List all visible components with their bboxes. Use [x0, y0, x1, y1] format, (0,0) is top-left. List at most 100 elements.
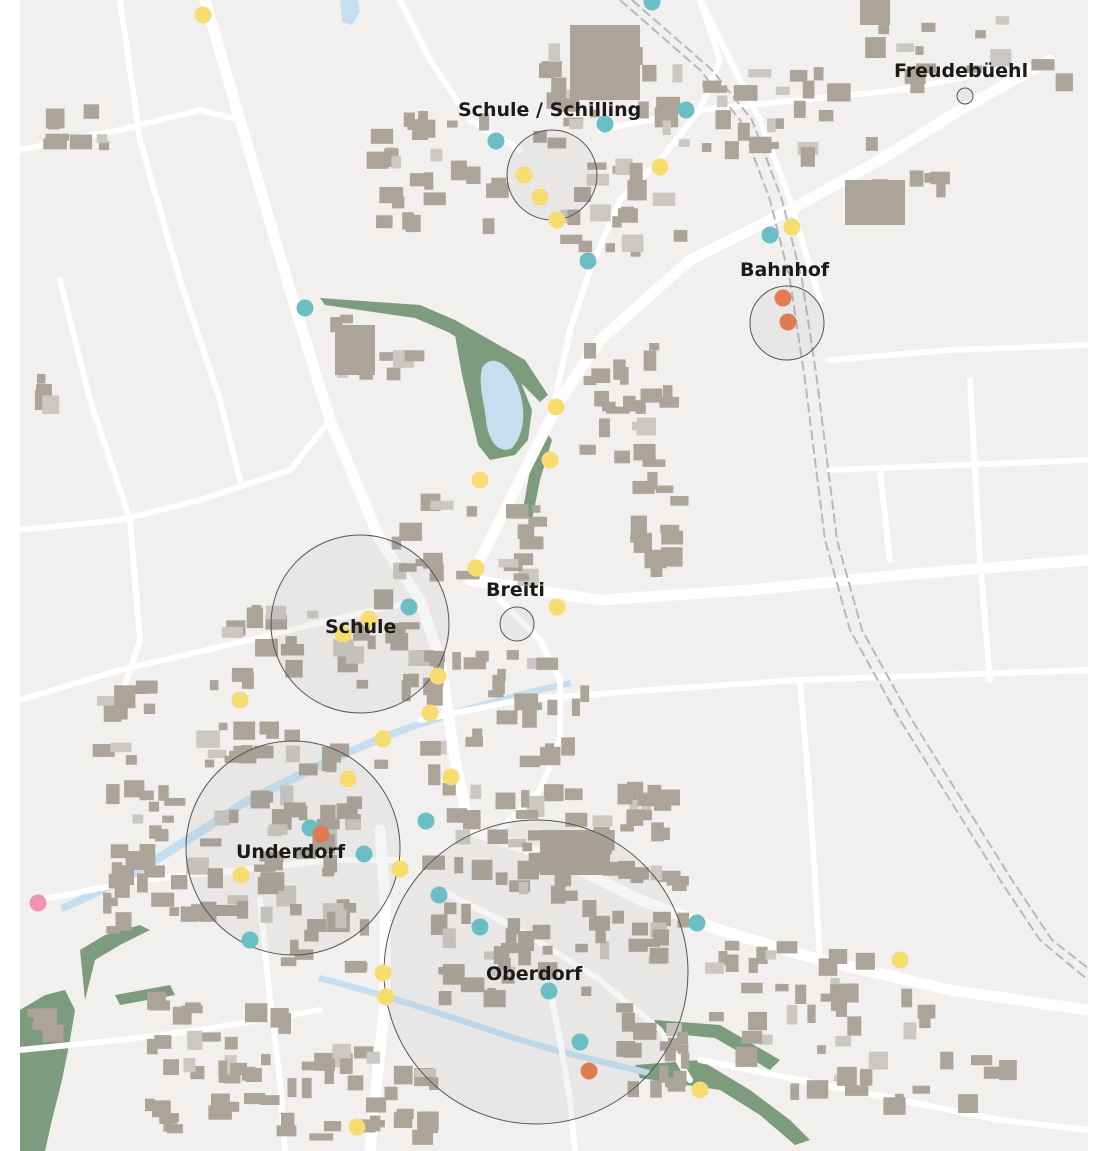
- marker-yellow[interactable]: [421, 704, 439, 722]
- marker-orange[interactable]: [779, 313, 797, 331]
- marker-yellow[interactable]: [348, 1118, 366, 1136]
- road-oberdorf-2: [547, 987, 578, 1151]
- marker-teal[interactable]: [579, 252, 597, 270]
- marker-orange[interactable]: [580, 1062, 598, 1080]
- building: [373, 589, 394, 610]
- marker-orange[interactable]: [312, 825, 330, 843]
- marker-yellow[interactable]: [360, 610, 378, 628]
- marker-yellow[interactable]: [339, 770, 357, 788]
- marker-teal[interactable]: [643, 0, 661, 11]
- marker-teal[interactable]: [400, 598, 418, 616]
- road-west-4: [57, 277, 143, 703]
- building: [680, 1052, 690, 1069]
- marker-yellow[interactable]: [374, 730, 392, 748]
- building: [390, 633, 409, 651]
- building: [230, 1062, 247, 1076]
- marker-yellow[interactable]: [651, 158, 669, 176]
- building: [163, 1059, 179, 1075]
- building: [283, 802, 306, 818]
- marker-yellow[interactable]: [691, 1081, 709, 1099]
- marker-yellow[interactable]: [391, 860, 409, 878]
- marker-teal[interactable]: [417, 812, 435, 830]
- marker-yellow[interactable]: [471, 471, 489, 489]
- building: [517, 860, 539, 880]
- marker-yellow[interactable]: [515, 166, 533, 184]
- marker-yellow[interactable]: [442, 768, 460, 786]
- marker-yellow[interactable]: [231, 691, 249, 709]
- building: [148, 801, 160, 812]
- building: [775, 983, 789, 992]
- building: [586, 173, 609, 186]
- building: [756, 946, 768, 964]
- building: [631, 922, 648, 936]
- marker-yellow[interactable]: [429, 667, 447, 685]
- building: [149, 825, 162, 839]
- building: [547, 699, 558, 716]
- building: [461, 903, 471, 924]
- building: [667, 1083, 686, 1092]
- marker-teal[interactable]: [540, 982, 558, 1000]
- building: [429, 1077, 439, 1090]
- marker-teal[interactable]: [571, 1033, 589, 1051]
- building: [466, 506, 477, 517]
- building: [666, 876, 689, 886]
- building: [528, 516, 547, 527]
- marker-teal[interactable]: [355, 845, 373, 863]
- building: [465, 736, 483, 747]
- road-east-4: [967, 377, 993, 683]
- marker-teal[interactable]: [761, 226, 779, 244]
- building: [649, 343, 660, 351]
- marker-teal[interactable]: [430, 886, 448, 904]
- building: [133, 859, 156, 870]
- marker-teal[interactable]: [677, 101, 695, 119]
- marker-yellow[interactable]: [891, 951, 909, 969]
- marker-teal[interactable]: [241, 931, 259, 949]
- building: [677, 1044, 689, 1054]
- building: [412, 1129, 433, 1145]
- marker-yellow[interactable]: [548, 598, 566, 616]
- building: [299, 763, 318, 776]
- building: [366, 151, 389, 169]
- building: [399, 563, 417, 572]
- marker-yellow[interactable]: [374, 964, 392, 982]
- marker-yellow[interactable]: [194, 6, 212, 24]
- marker-orange[interactable]: [774, 289, 792, 307]
- marker-yellow[interactable]: [547, 398, 565, 416]
- marker-yellow[interactable]: [377, 988, 395, 1006]
- marker-yellow[interactable]: [334, 625, 352, 643]
- building: [253, 745, 274, 759]
- building: [45, 133, 70, 141]
- marker-yellow[interactable]: [232, 866, 250, 884]
- building: [32, 1021, 48, 1030]
- building: [348, 962, 368, 971]
- marker-teal[interactable]: [487, 132, 505, 150]
- building: [307, 610, 319, 619]
- marker-yellow[interactable]: [548, 211, 566, 229]
- building: [515, 810, 539, 819]
- building: [749, 136, 772, 154]
- building: [647, 471, 658, 490]
- building: [251, 604, 262, 615]
- marker-yellow[interactable]: [531, 188, 549, 206]
- building: [475, 650, 489, 662]
- building: [818, 958, 838, 976]
- building: [653, 911, 671, 927]
- marker-teal[interactable]: [296, 299, 314, 317]
- building: [616, 1003, 634, 1013]
- building: [630, 515, 647, 537]
- marker-teal[interactable]: [596, 115, 614, 133]
- pond: [480, 360, 524, 450]
- building: [447, 120, 458, 128]
- marker-pink[interactable]: [29, 894, 47, 912]
- marker-yellow[interactable]: [541, 451, 559, 469]
- building: [280, 785, 294, 806]
- building: [487, 987, 496, 998]
- building: [999, 1060, 1017, 1081]
- building: [613, 359, 626, 380]
- marker-yellow[interactable]: [467, 559, 485, 577]
- marker-yellow[interactable]: [783, 218, 801, 236]
- marker-teal[interactable]: [688, 914, 706, 932]
- marker-teal[interactable]: [471, 918, 489, 936]
